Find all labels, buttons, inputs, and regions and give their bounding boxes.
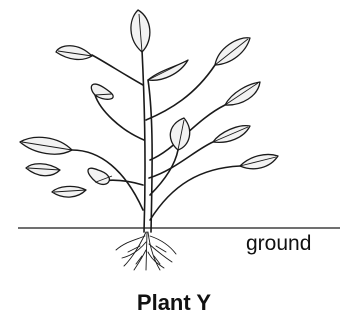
leaf-center-lower [88,168,112,184]
leaf-right-far [240,154,278,168]
leaf-left-lower [26,164,60,176]
plant-roots [116,232,176,270]
ground-label: ground [246,232,311,256]
leaf-left-upper [91,84,113,99]
leaf-left-mid [20,137,72,154]
leaf-left-bottom [52,186,86,197]
leaf-mid-small [148,60,188,80]
leaf-right-mid [225,82,260,105]
leaf-upper-right [215,38,250,65]
plant-leaves [20,10,278,197]
plant-caption: Plant Y [0,290,348,316]
leaf-top [131,10,150,52]
leaf-upper-left [56,46,92,60]
leaf-center [170,118,189,150]
leaf-right-lower [213,126,250,143]
